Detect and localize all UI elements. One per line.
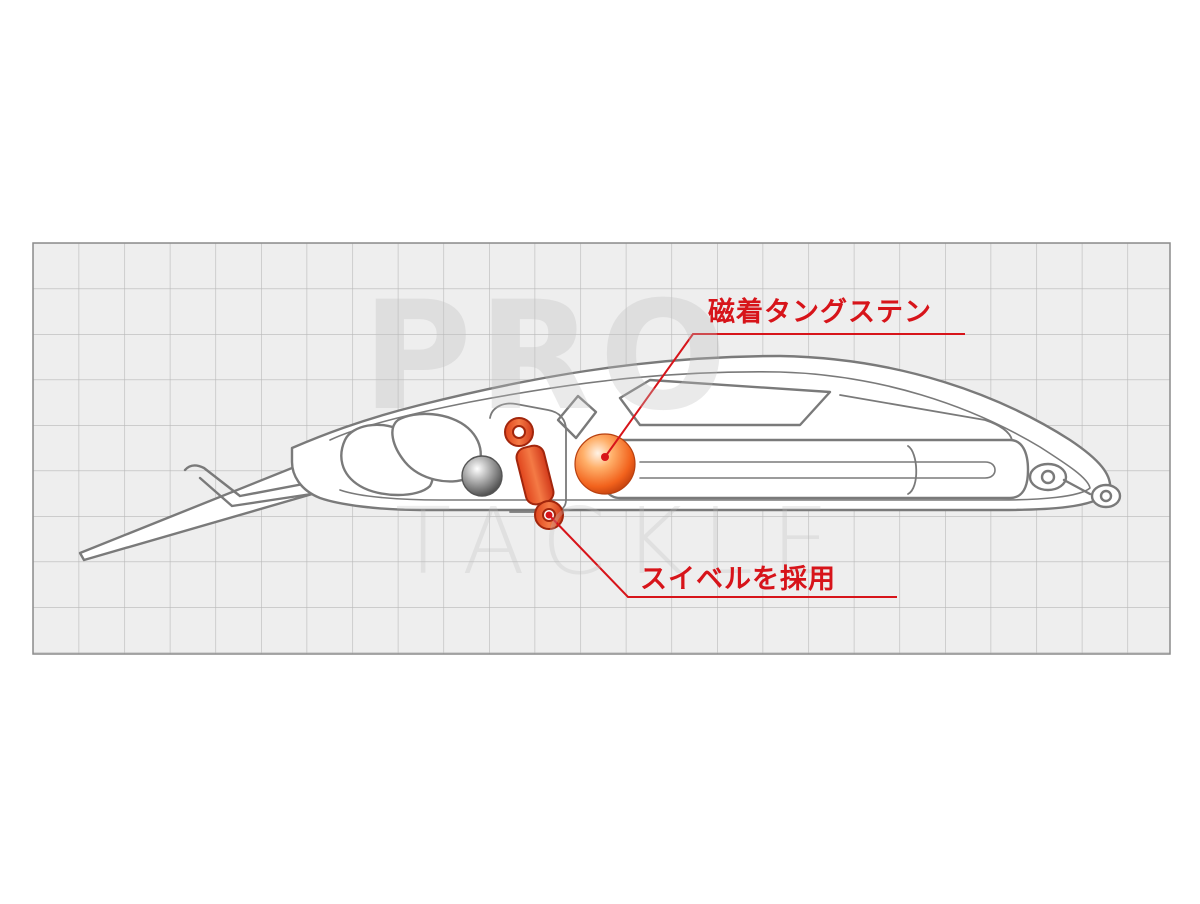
bracket (556, 394, 598, 440)
tube-divider (907, 445, 918, 495)
lip-line-eye (183, 464, 337, 498)
tungsten-ball (574, 433, 636, 495)
tail-eyelet (1028, 462, 1122, 509)
leader-swivel (548, 514, 897, 598)
lip-inner-line (198, 476, 340, 508)
grid-border (32, 242, 1171, 655)
callout-swivel: スイベルを採用 (640, 564, 836, 595)
gray-weight-ball (461, 455, 503, 497)
leader-magnet (604, 333, 965, 458)
body-inner-line (329, 371, 1091, 501)
watermark-sub: TACKLE (395, 488, 848, 595)
leader-swivel-dot (545, 511, 553, 519)
upper-rail (618, 378, 832, 427)
weight-tube-inner (639, 461, 996, 479)
callout-magnet-tungsten: 磁着タングステン (708, 297, 932, 328)
watermark-main: PRO (362, 270, 733, 444)
upper-rail-2 (839, 394, 1013, 441)
leader-lines (548, 333, 965, 598)
